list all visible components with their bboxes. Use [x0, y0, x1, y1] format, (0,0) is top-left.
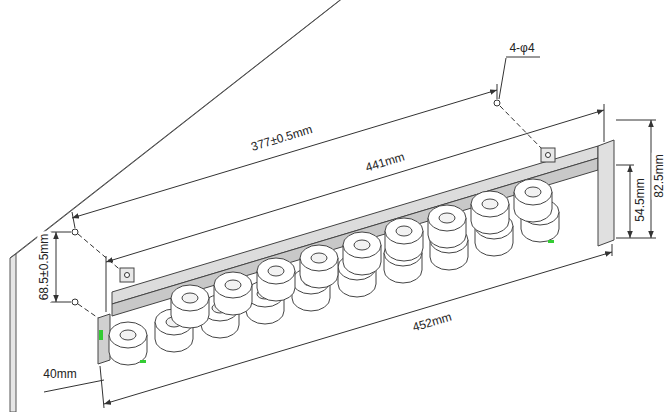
dimension-label: 377±0.5mm — [248, 122, 316, 155]
plate-edge — [10, 254, 16, 412]
dimension-lines — [44, 57, 656, 408]
plate-outline — [10, 0, 343, 258]
bracket-top — [112, 146, 598, 304]
dimension-label: 40mm — [41, 367, 78, 381]
bracket-tab — [120, 268, 134, 282]
transformer-row — [171, 179, 552, 328]
tab-hole — [546, 153, 551, 158]
hole-callout: 4-φ4 — [507, 41, 536, 55]
dimension-label: 452mm — [409, 309, 455, 335]
dimension-label: 68.5±0.5mm — [37, 232, 51, 303]
bracket-tab — [541, 148, 555, 162]
green-mark — [548, 240, 554, 243]
green-mark — [140, 360, 146, 363]
green-mark — [99, 330, 103, 340]
end-block — [598, 140, 614, 246]
dimension-label: 441mm — [362, 149, 408, 175]
dimension-label: 82.5mm — [652, 152, 666, 199]
end-block — [98, 314, 110, 364]
dimension-label: 54.5mm — [633, 176, 647, 223]
transformer-coil — [109, 322, 147, 365]
tab-hole — [125, 273, 130, 278]
